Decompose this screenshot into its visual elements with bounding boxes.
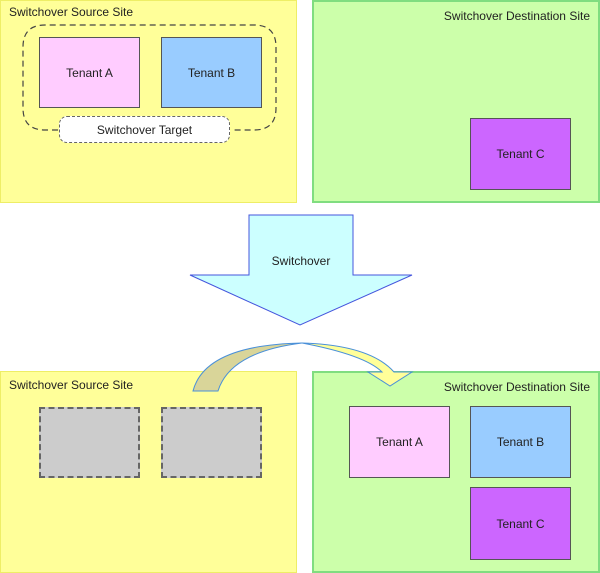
source-site-after-label: Switchover Source Site xyxy=(9,378,134,392)
switchover-arrow-label: Switchover xyxy=(271,254,331,268)
tenant-b-after-label: Tenant B xyxy=(496,435,545,449)
switchover-target-label: Switchover Target xyxy=(96,122,193,137)
destination-site-after-label: Switchover Destination Site xyxy=(443,380,590,394)
switchover-arrow-label-wrap: Switchover xyxy=(249,250,353,272)
tenant-b-before-label: Tenant B xyxy=(187,65,236,80)
tenant-a-after: Tenant A xyxy=(349,406,450,478)
tenant-b-after: Tenant B xyxy=(470,406,571,478)
tenant-c-after-label: Tenant C xyxy=(496,516,545,531)
tenant-c-after: Tenant C xyxy=(470,487,571,560)
tenant-c-before: Tenant C xyxy=(470,118,571,190)
tenant-a-before: Tenant A xyxy=(39,37,140,108)
tenant-c-before-label: Tenant C xyxy=(496,147,545,161)
switchover-target-label-box: Switchover Target xyxy=(59,116,230,143)
source-site-before-label: Switchover Source Site xyxy=(9,5,134,19)
tenant-b-before: Tenant B xyxy=(161,37,262,108)
vacated-slot-b xyxy=(161,407,262,478)
destination-site-before-label: Switchover Destination Site xyxy=(443,9,590,23)
tenant-a-before-label: Tenant A xyxy=(66,65,113,80)
vacated-slot-a xyxy=(39,407,140,478)
tenant-a-after-label: Tenant A xyxy=(376,435,423,449)
